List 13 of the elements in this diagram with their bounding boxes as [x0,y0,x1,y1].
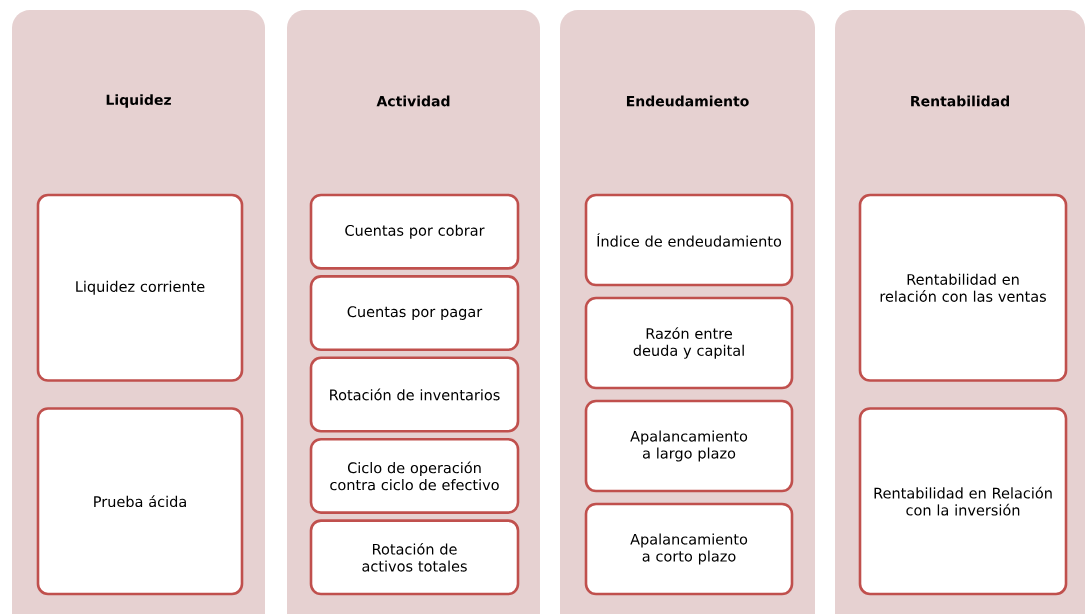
metric-box: Liquidez corriente [36,193,244,382]
metric-box: Apalancamiento a corto plazo [584,502,794,596]
metric-box: Cuentas por pagar [309,275,520,352]
metric-box: Rotación de activos totales [309,519,520,596]
metric-box: Rotación de inventarios [309,356,520,433]
metric-box: Prueba ácida [36,407,244,596]
metric-box: Razón entre deuda y capital [584,296,794,390]
metric-box: Cuentas por cobrar [309,193,520,270]
metric-box: Rentabilidad en Relación con la inversión [858,407,1068,596]
metric-box: Ciclo de operación contra ciclo de efectivo [309,437,520,514]
metric-box: Rentabilidad en relación con las ventas [858,193,1068,382]
metric-box: Apalancamiento a largo plazo [584,399,794,493]
metric-box: Índice de endeudamiento [584,193,794,287]
